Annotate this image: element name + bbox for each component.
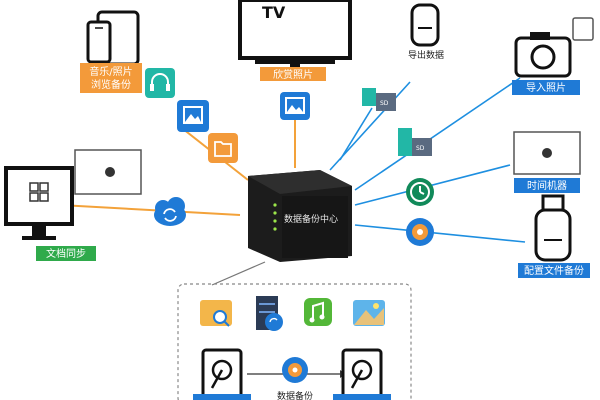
hard-drive-right-icon [333,348,391,400]
image-gallery-icon [177,100,209,132]
mac-monitor-icon [513,131,581,175]
import-photos-text: 导入照片 [526,81,566,94]
mac-small-monitor-icon [74,149,142,195]
line-to-sd-a [339,107,373,161]
folder-icon [208,133,238,163]
doc-sync-text: 文档同步 [46,247,86,260]
browse-backup-text: 浏览备份 [91,78,131,91]
hard-drive-left-icon [193,348,251,400]
line-to-bottom [211,261,266,286]
camera-icon [514,17,594,78]
time-machine-label: 时间机器 [514,178,580,193]
usb-drive-right-icon [534,194,572,262]
config-backup-text: 配置文件备份 [524,264,584,277]
music-photo-text: 音乐/照片 [89,65,132,78]
usb-drive-top-icon [410,3,440,47]
data-backup-text: 数据备份 [277,390,313,400]
import-photos-label: 导入照片 [512,80,580,95]
nas-device: 数据备份中心 [248,170,352,262]
time-machine-icon [406,178,434,206]
line-to-monitor [59,204,241,216]
time-machine-text: 时间机器 [527,179,567,192]
export-data-text: 导出数据 [408,49,444,61]
cloud-sync-icon [154,197,186,226]
line-to-usb-right [354,224,526,243]
sync-disc-icon [406,218,434,246]
tv-logo-text: TV [262,3,286,22]
headphones-icon [145,68,175,98]
tablet-phone-icon [86,10,140,66]
sd-b-text: SD [416,145,425,152]
config-backup-label: 配置文件备份 [518,263,590,278]
music-app-icon [304,298,332,326]
line-to-mac [354,164,511,206]
windows-monitor-icon [4,166,74,240]
music-photo-label: 音乐/照片 浏览备份 [80,63,142,93]
server-cloud-icon [256,296,283,331]
photos-app-icon [353,300,385,326]
line-to-camera [354,77,521,191]
sd-card-b-icon: SD [398,128,432,156]
sd-card-a-icon: SD [362,88,396,111]
connection-lines [59,77,526,286]
nas-label-text: 数据备份中心 [284,213,338,225]
tv-photos-label: 欣赏照片 [260,67,326,81]
search-folder-icon [200,300,232,327]
tv-photos-text: 欣赏照片 [273,68,313,81]
doc-sync-label: 文档同步 [36,246,96,261]
photo-icon-blue [280,92,310,120]
backup-zone-box [177,283,412,400]
sd-a-text: SD [380,100,389,107]
backup-disc-icon [282,357,308,383]
tv-icon: TV [238,0,352,70]
